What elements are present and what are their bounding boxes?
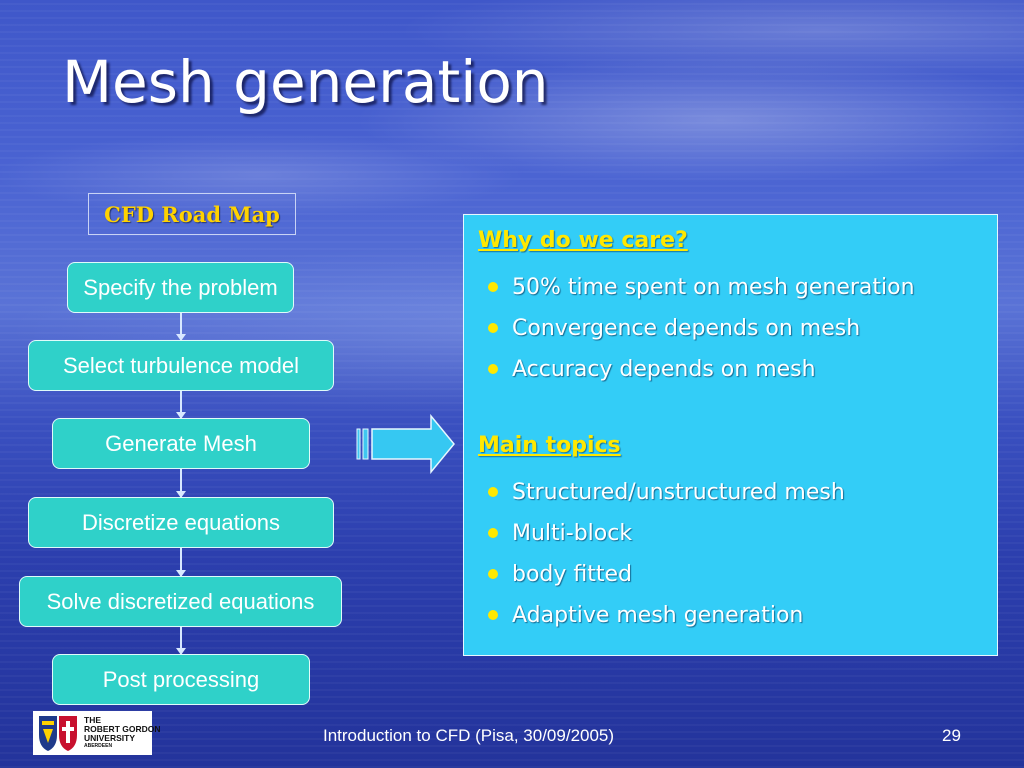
topics-list: Structured/unstructured mesh Multi-block… [476, 472, 985, 636]
list-item-text: Accuracy depends on mesh [512, 357, 816, 382]
logo-line: UNIVERSITY [84, 733, 136, 743]
list-item-text: Adaptive mesh generation [512, 603, 804, 628]
footer-text: Introduction to CFD (Pisa, 30/09/2005) [323, 726, 615, 745]
roadmap-connector-arrow [176, 627, 186, 655]
list-item-text: Convergence depends on mesh [512, 316, 861, 341]
logo-text: THE ROBERT GORDON UNIVERSITY ABERDEEN [84, 716, 161, 750]
slide-title: Mesh generation [62, 48, 549, 116]
university-logo: THE ROBERT GORDON UNIVERSITY ABERDEEN [33, 711, 161, 755]
list-item-text: body fitted [512, 562, 633, 587]
list-item: Adaptive mesh generation [476, 595, 985, 636]
roadmap-step-select-turbulence-model: Select turbulence model [28, 340, 334, 391]
logo-line: ABERDEEN [84, 743, 113, 749]
spacer [476, 390, 985, 432]
topics-heading: Main topics [478, 433, 621, 458]
roadmap-connector-arrow [176, 313, 186, 341]
list-item: body fitted [476, 554, 985, 595]
logo-line: ROBERT GORDON [84, 724, 161, 734]
list-item: 50% time spent on mesh generation [476, 267, 985, 308]
roadmap-connector-arrow [176, 469, 186, 498]
list-item-text: Structured/unstructured mesh [512, 480, 845, 505]
list-item: Multi-block [476, 513, 985, 554]
bullet-icon [488, 569, 498, 579]
pointer-arrow-icon [356, 414, 455, 474]
crest-icon [39, 716, 77, 751]
roadmap-label: CFD Road Map [88, 193, 296, 235]
roadmap-connector-arrow [176, 391, 186, 419]
bullet-icon [488, 487, 498, 497]
why-list: 50% time spent on mesh generation Conver… [476, 267, 985, 390]
roadmap-step-discretize-equations: Discretize equations [28, 497, 334, 548]
list-item: Convergence depends on mesh [476, 308, 985, 349]
bullet-icon [488, 364, 498, 374]
bullet-icon [488, 528, 498, 538]
bullet-icon [488, 282, 498, 292]
logo-line: THE [84, 715, 101, 725]
list-item-text: 50% time spent on mesh generation [512, 275, 915, 300]
page-number: 29 [942, 726, 961, 745]
roadmap-connector-arrow [176, 548, 186, 577]
list-item: Accuracy depends on mesh [476, 349, 985, 390]
mesh-info-panel: Why do we care? 50% time spent on mesh g… [463, 214, 998, 656]
roadmap-step-post-processing: Post processing [52, 654, 310, 705]
list-item: Structured/unstructured mesh [476, 472, 985, 513]
bullet-icon [488, 323, 498, 333]
roadmap-step-specify-problem: Specify the problem [67, 262, 294, 313]
roadmap-step-generate-mesh: Generate Mesh [52, 418, 310, 469]
why-heading: Why do we care? [478, 228, 688, 253]
roadmap-step-solve-equations: Solve discretized equations [19, 576, 342, 627]
bullet-icon [488, 610, 498, 620]
list-item-text: Multi-block [512, 521, 633, 546]
